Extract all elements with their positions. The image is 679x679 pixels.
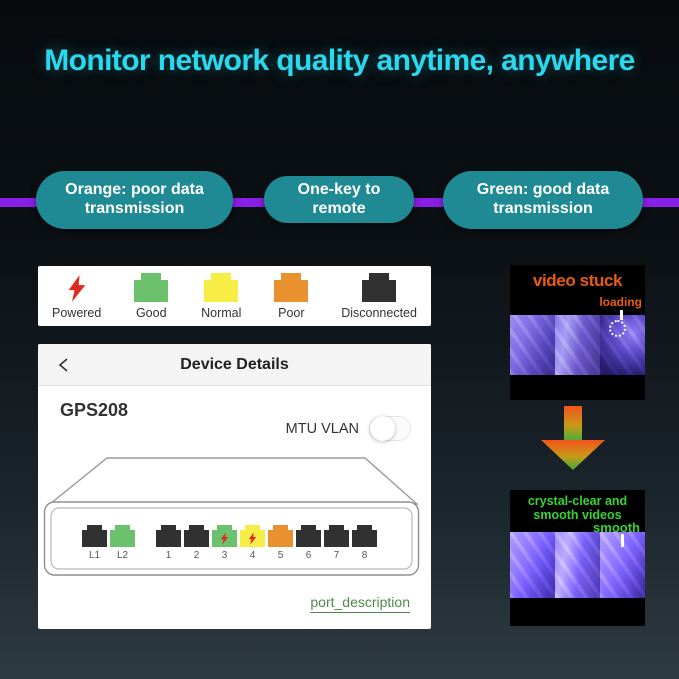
port-label: 5 — [277, 550, 284, 561]
port-icon — [329, 525, 344, 530]
panel-header: Device Details — [38, 344, 431, 386]
legend-card: Powered Good Normal Poor Disconnected — [38, 266, 431, 326]
port-label: 2 — [193, 550, 200, 561]
port-icon — [87, 525, 102, 530]
port-icon — [156, 530, 181, 547]
panel-title: Device Details — [180, 355, 289, 373]
port-icon — [217, 525, 232, 530]
port-icon — [134, 272, 169, 302]
port-icon — [189, 525, 204, 530]
mtu-vlan-toggle[interactable] — [369, 416, 411, 441]
cctv-frame-2 — [555, 532, 600, 598]
pointer-line — [620, 310, 623, 320]
port-icon — [240, 530, 265, 547]
mtu-vlan-label: MTU VLAN — [285, 420, 359, 437]
switch-port-l1[interactable]: L1 — [82, 525, 107, 562]
legend-item: Powered — [52, 273, 101, 320]
video-stuck-caption: video stuck — [532, 271, 623, 290]
smooth-video-thumbnail: crystal-clear and smooth videos smooth — [510, 490, 645, 626]
switch-illustration: L1 L2 1 2 3 4 5 6 7 8 — [43, 454, 424, 578]
switch-port-5[interactable]: 5 — [268, 525, 293, 562]
cctv-frame-1 — [510, 315, 555, 375]
legend-label: Powered — [52, 305, 102, 320]
port-label: 8 — [361, 550, 368, 561]
lightning-icon — [220, 532, 229, 545]
switch-port-1[interactable]: 1 — [156, 525, 181, 562]
legend-item: Disconnected — [341, 272, 417, 320]
port-icon — [184, 530, 209, 547]
device-details-panel: Device Details GPS208 MTU VLAN L1 L2 1 2 3 4 5… — [38, 344, 431, 629]
port-icon — [115, 525, 130, 530]
port-icon — [274, 272, 309, 302]
legend-label: Good — [135, 305, 167, 320]
switch-port-l2[interactable]: L2 — [110, 525, 135, 562]
legend-label: Poor — [278, 305, 305, 320]
legend-item: Poor — [274, 272, 309, 320]
port-icon — [362, 272, 397, 302]
badge-orange-poor-data: Orange: poor data transmission — [36, 171, 233, 229]
badge-one-key-remote: One-key to remote — [264, 176, 414, 223]
legend-label: Disconnected — [341, 305, 417, 320]
port-label: 4 — [249, 550, 256, 561]
back-button[interactable] — [52, 353, 76, 377]
cctv-frame-3 — [600, 532, 645, 598]
port-icon — [352, 530, 377, 547]
port-icon — [301, 525, 316, 530]
switch-port-2[interactable]: 2 — [184, 525, 209, 562]
mtu-vlan-row: MTU VLAN — [286, 416, 411, 441]
port-icon — [357, 525, 372, 530]
page-title: Monitor network quality anytime, anywher… — [44, 44, 635, 77]
toggle-knob — [370, 416, 395, 441]
switch-ports-row: L1 L2 1 2 3 4 5 6 7 8 — [82, 525, 377, 562]
port-icon — [273, 525, 288, 530]
port-icon — [245, 525, 260, 530]
legend-item: Normal — [201, 272, 242, 320]
loading-label: loading — [599, 295, 642, 309]
port-label: L1 — [88, 550, 101, 561]
port-icon — [296, 530, 321, 547]
port-label: 1 — [165, 550, 172, 561]
lightning-icon — [248, 532, 257, 545]
legend-item: Good — [134, 272, 169, 320]
port-icon — [110, 530, 135, 547]
switch-port-3[interactable]: 3 — [212, 525, 237, 562]
smooth-caption: crystal-clear and smooth videos — [510, 494, 645, 523]
badge-green-good-data: Green: good data transmission — [443, 171, 643, 229]
loading-spinner-icon — [609, 320, 626, 337]
switch-port-7[interactable]: 7 — [324, 525, 349, 562]
port-icon — [82, 530, 107, 547]
smooth-caption-line2: smooth videos — [533, 507, 622, 522]
port-icon — [204, 272, 239, 302]
port-description-link[interactable]: port_description — [310, 594, 410, 613]
switch-port-8[interactable]: 8 — [352, 525, 377, 562]
video-stuck-thumbnail: video stuck loading — [510, 265, 645, 400]
port-icon — [324, 530, 349, 547]
cctv-frames — [510, 532, 645, 598]
smooth-label: smooth — [593, 520, 640, 535]
switch-port-6[interactable]: 6 — [296, 525, 321, 562]
device-name: GPS208 — [60, 400, 129, 420]
port-icon — [212, 530, 237, 547]
lightning-icon — [67, 273, 87, 302]
port-label: L2 — [116, 550, 129, 561]
cctv-frame-1 — [510, 532, 555, 598]
legend-label: Normal — [201, 305, 242, 320]
back-chevron-icon — [58, 358, 68, 372]
port-icon — [161, 525, 176, 530]
smooth-caption-line1: crystal-clear and — [527, 494, 628, 508]
transition-arrow-icon — [541, 406, 605, 470]
port-label: 3 — [221, 550, 228, 561]
switch-port-4[interactable]: 4 — [240, 525, 265, 562]
port-icon — [268, 530, 293, 547]
cctv-frame-2 — [555, 315, 600, 375]
port-label: 6 — [305, 550, 312, 561]
port-label: 7 — [333, 550, 340, 561]
pointer-line — [621, 534, 624, 547]
cctv-frames — [510, 315, 645, 375]
